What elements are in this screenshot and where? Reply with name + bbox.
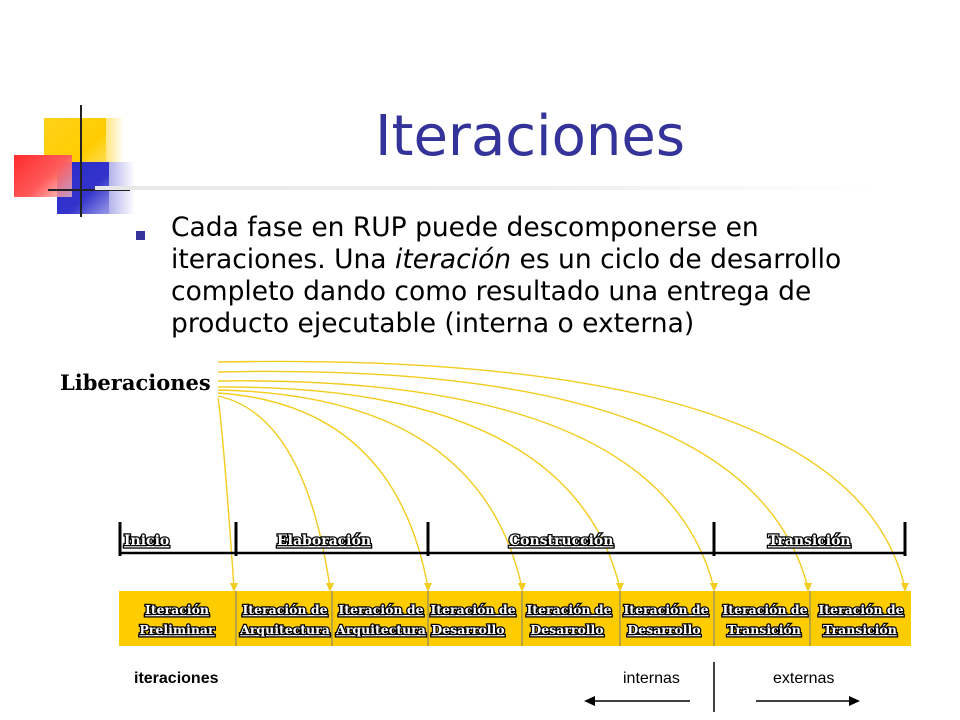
phase-timeline: [118, 522, 907, 556]
release-arc-4: [217, 389, 523, 589]
external-arrowhead: [849, 696, 860, 706]
phase-label-transicion: Transición: [768, 533, 851, 549]
iteration-1-line2: Preliminar: [139, 622, 215, 637]
phase-label-construccion: Construcción: [509, 533, 613, 549]
arrowhead-2: [326, 583, 334, 592]
release-arc-7: [217, 370, 809, 589]
bullet-text-emphasis: iteración: [394, 244, 512, 275]
phase-label-inicio: Inicio: [124, 533, 169, 549]
iteration-3-line2: Arquitectura: [335, 622, 426, 637]
bullet-text-start: Cada fase en RUP puede descomponerse en …: [171, 212, 759, 275]
iteration-2-line2: Arquitectura: [239, 622, 330, 637]
iteration-8-line2: Transición: [823, 622, 897, 637]
deco-horizontal-line: [48, 189, 130, 191]
internal-label: internas: [623, 670, 680, 687]
iteration-7-line1: Iteración de: [722, 602, 807, 617]
release-arc-3: [217, 392, 429, 589]
iteration-7-line2: Transición: [727, 622, 801, 637]
iteration-3-line1: Iteración de: [338, 602, 423, 617]
phase-label-elaboracion: Elaboración: [277, 533, 371, 549]
iteration-4-line1: Iteración de: [430, 602, 515, 617]
bullet-text-end: es un ciclo de desarrollo completo dando…: [171, 244, 842, 339]
iterations-footer-label: iteraciones: [134, 670, 219, 687]
releases-label: Liberaciones: [60, 370, 211, 395]
internal-arrowhead: [584, 696, 595, 706]
iteration-bar-bg: [119, 591, 911, 646]
iteration-2-line1: Iteración de: [242, 602, 327, 617]
title-underline: [95, 186, 875, 190]
release-arc-2: [217, 395, 331, 589]
iteration-6-line1: Iteración de: [623, 602, 708, 617]
deco-yellow-fade: [106, 118, 124, 162]
bullet-marker: [136, 231, 145, 240]
iteration-bar: [119, 591, 911, 646]
iteration-5-line2: Desarrollo: [530, 622, 603, 637]
arrowhead-4: [518, 583, 526, 592]
release-arc-5: [217, 386, 621, 589]
release-arrowheads: [230, 583, 909, 592]
arrowhead-5: [616, 583, 624, 592]
footer-arrows: [592, 662, 852, 712]
release-arc-8: [217, 360, 906, 589]
iteration-6-line2: Desarrollo: [627, 622, 700, 637]
release-arcs: [217, 360, 906, 589]
iteration-1-line1: Iteración: [145, 602, 209, 617]
arrowhead-3: [424, 583, 432, 592]
external-label: externas: [773, 670, 835, 687]
bullet-text: Cada fase en RUP puede descomponerse en …: [171, 212, 911, 340]
arrowhead-1: [230, 583, 238, 592]
deco-vertical-line: [80, 105, 82, 217]
arrowhead-6: [710, 583, 718, 592]
release-arc-6: [217, 380, 715, 589]
iteration-4-line2: Desarrollo: [431, 622, 504, 637]
slide-title: Iteraciones: [375, 104, 685, 169]
iteration-8-line1: Iteración de: [818, 602, 903, 617]
release-arc-1: [217, 397, 235, 589]
iteration-5-line1: Iteración de: [526, 602, 611, 617]
arrowhead-7: [804, 583, 812, 592]
arrowhead-8: [901, 583, 909, 592]
